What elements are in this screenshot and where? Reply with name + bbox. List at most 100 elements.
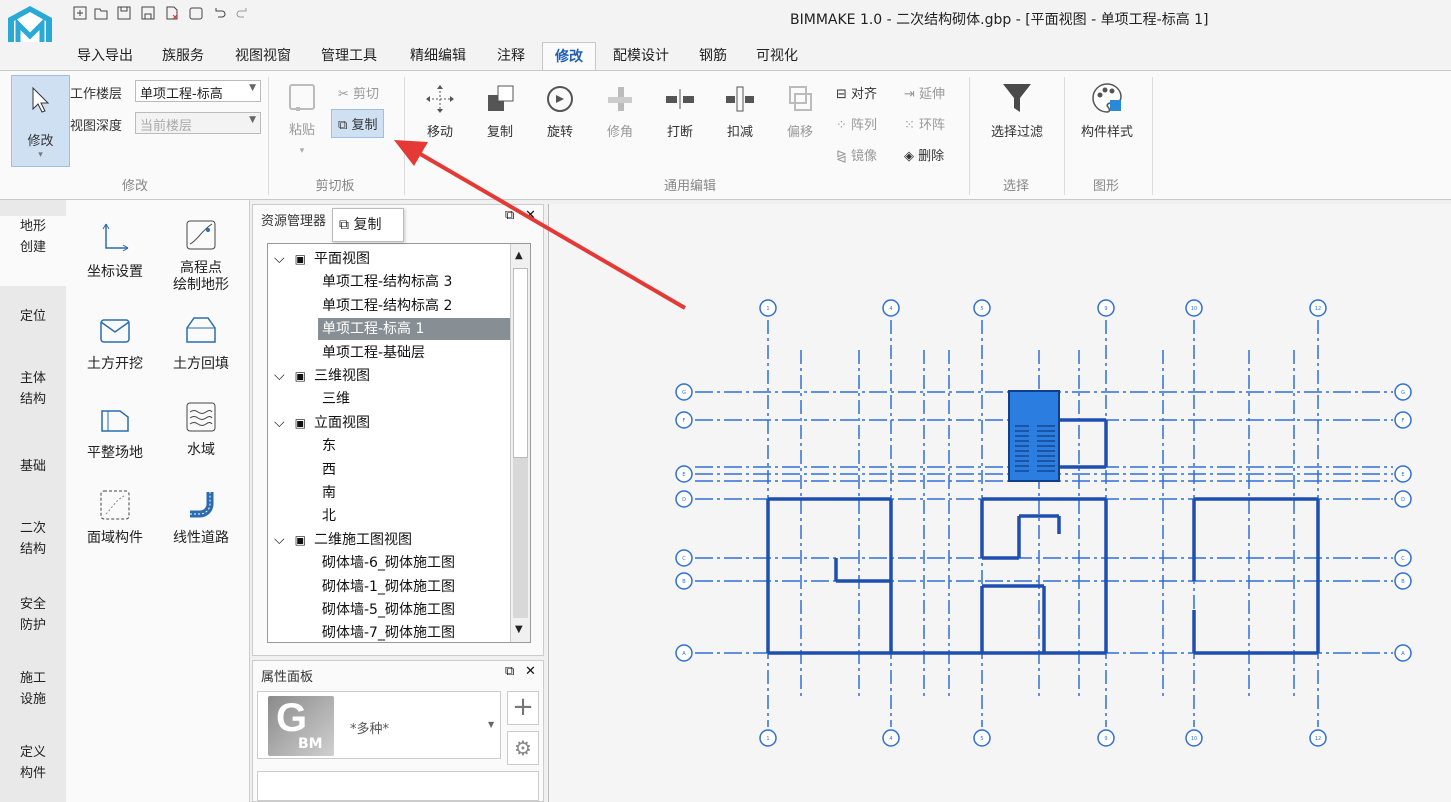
tree-folder[interactable]: ⌵▣立面视图 — [274, 412, 510, 434]
tool-site-leveling[interactable]: 平整场地 — [72, 403, 158, 462]
tree-item[interactable]: 北 — [318, 505, 510, 527]
axis-label[interactable]: 9 — [1104, 736, 1107, 742]
axis-bubble[interactable] — [675, 411, 693, 429]
tool-elevation-terrain[interactable]: 高程点 绘制地形 — [158, 218, 244, 294]
type-selector[interactable]: G BM *多种* ▼ — [257, 691, 501, 759]
axis-label[interactable]: F — [1402, 418, 1405, 424]
delete-button[interactable]: ◈ 删除 — [904, 145, 944, 164]
axis-bubble[interactable] — [675, 383, 693, 401]
tree-item[interactable]: 单项工程-基础层 — [318, 342, 510, 364]
axis-label[interactable]: C — [682, 556, 686, 562]
tab-secondary-structure[interactable]: 二次 结构 — [0, 518, 66, 560]
tree-item[interactable]: 东 — [318, 435, 510, 457]
tree-item[interactable]: 单项工程-标高 1 — [318, 318, 510, 341]
axis-bubble[interactable] — [1394, 572, 1412, 590]
tree-item[interactable]: 三维 — [318, 388, 510, 410]
tree-item[interactable]: 单项工程-结构标高 3 — [318, 271, 510, 293]
axis-label[interactable]: B — [1401, 579, 1405, 585]
tree-folder[interactable]: ⌵▣三维视图 — [274, 365, 510, 387]
property-grid[interactable] — [257, 771, 539, 801]
new-file-icon[interactable] — [72, 5, 88, 21]
tree-item[interactable]: 西 — [318, 459, 510, 481]
move-button[interactable]: 移动 — [420, 83, 460, 140]
axis-label[interactable]: 1 — [766, 306, 769, 312]
close-icon[interactable]: ✕ — [525, 208, 536, 223]
tool-excavation[interactable]: 土方开挖 — [72, 314, 158, 373]
break-button[interactable]: 打断 — [660, 83, 700, 140]
axis-bubble[interactable] — [675, 465, 693, 483]
save-icon[interactable] — [116, 5, 132, 21]
select-filter-button[interactable]: 选择过滤 — [982, 81, 1052, 140]
axis-bubble[interactable] — [675, 572, 693, 590]
tree-scrollbar[interactable]: ▲ ▼ — [510, 244, 530, 642]
close-icon[interactable]: ✕ — [525, 664, 536, 679]
copy-element-button[interactable]: 复制 — [480, 83, 520, 140]
axis-bubble[interactable] — [759, 729, 777, 747]
axis-bubble[interactable] — [1394, 383, 1412, 401]
tool-backfill[interactable]: 土方回填 — [158, 314, 244, 373]
subtract-button[interactable]: 扣减 — [720, 83, 760, 140]
tab-safety-protection[interactable]: 安全 防护 — [0, 594, 66, 636]
cut-button[interactable]: ✂ 剪切 — [338, 83, 379, 102]
close-file-icon[interactable] — [164, 5, 180, 21]
tree-item[interactable]: 单项工程-结构标高 2 — [318, 295, 510, 317]
axis-bubble[interactable] — [882, 299, 900, 317]
axis-label[interactable]: 10 — [1191, 306, 1197, 312]
component-style-button[interactable]: 构件样式 — [1072, 81, 1142, 140]
axis-label[interactable]: G — [1401, 390, 1405, 396]
undo-icon[interactable] — [212, 5, 228, 21]
axis-label[interactable]: C — [1401, 556, 1405, 562]
chevron-down-icon[interactable]: ⌵ — [274, 251, 285, 267]
ring-array-button[interactable]: ⁙ 环阵 — [904, 114, 945, 133]
scrollbar-thumb[interactable] — [513, 268, 528, 458]
menu-formwork-design[interactable]: 配模设计 — [613, 48, 669, 64]
axis-bubble[interactable] — [1394, 411, 1412, 429]
mirror-button[interactable]: ⧎ 镜像 — [836, 145, 877, 164]
axis-label[interactable]: A — [682, 651, 686, 657]
trim-button[interactable]: 修角 — [600, 83, 640, 140]
tree-folder[interactable]: ⌵▣二维施工图视图 — [274, 529, 510, 551]
extend-button[interactable]: ⇥ 延伸 — [904, 83, 945, 102]
axis-label[interactable]: D — [1401, 497, 1405, 503]
axis-label[interactable]: 4 — [889, 306, 892, 312]
menu-annotation[interactable]: 注释 — [497, 48, 525, 64]
axis-bubble[interactable] — [1309, 299, 1327, 317]
paste-button[interactable]: 粘贴 ▾ — [280, 81, 324, 156]
axis-bubble[interactable] — [973, 729, 991, 747]
axis-bubble[interactable] — [1394, 465, 1412, 483]
tab-main-structure[interactable]: 主体 结构 — [0, 368, 66, 410]
tab-terrain[interactable]: 地形 创建 — [0, 216, 66, 286]
axis-label[interactable]: 5 — [980, 306, 983, 312]
tool-area-component[interactable]: 面域构件 — [72, 488, 158, 547]
tab-construction-facilities[interactable]: 施工 设施 — [0, 668, 66, 710]
window-icon[interactable] — [188, 5, 204, 21]
menu-view-window[interactable]: 视图视窗 — [235, 48, 291, 64]
menu-fine-edit[interactable]: 精细编辑 — [410, 48, 466, 64]
axis-label[interactable]: F — [683, 418, 686, 424]
axis-label[interactable]: 4 — [889, 736, 892, 742]
tree-item[interactable]: 砌体墙-1_砌体施工图 — [318, 576, 510, 598]
axis-bubble[interactable] — [1394, 549, 1412, 567]
offset-button[interactable]: 偏移 — [780, 83, 820, 140]
axis-label[interactable]: 9 — [1104, 306, 1107, 312]
axis-bubble[interactable] — [1185, 729, 1203, 747]
axis-bubble[interactable] — [1097, 299, 1115, 317]
axis-bubble[interactable] — [973, 299, 991, 317]
axis-label[interactable]: 1 — [766, 736, 769, 742]
axis-label[interactable]: E — [682, 472, 685, 478]
chevron-down-icon[interactable]: ⌵ — [274, 414, 285, 431]
menu-rebar[interactable]: 钢筋 — [699, 48, 727, 64]
axis-bubble[interactable] — [1309, 729, 1327, 747]
menu-import-export[interactable]: 导入导出 — [77, 48, 133, 64]
float-panel-icon[interactable]: ⧉ — [505, 208, 515, 223]
axis-label[interactable]: 12 — [1315, 306, 1321, 312]
tab-positioning[interactable]: 定位 — [0, 306, 66, 327]
axis-label[interactable]: G — [682, 390, 686, 396]
float-panel-icon[interactable]: ⧉ — [505, 664, 515, 679]
axis-label[interactable]: 12 — [1315, 736, 1321, 742]
menu-modify[interactable]: 修改 — [542, 42, 596, 70]
tool-coordinate-setting[interactable]: 坐标设置 — [72, 222, 158, 281]
work-floor-select[interactable]: 单项工程-标高▼ — [135, 80, 261, 102]
scroll-up-icon[interactable]: ▲ — [515, 250, 523, 261]
